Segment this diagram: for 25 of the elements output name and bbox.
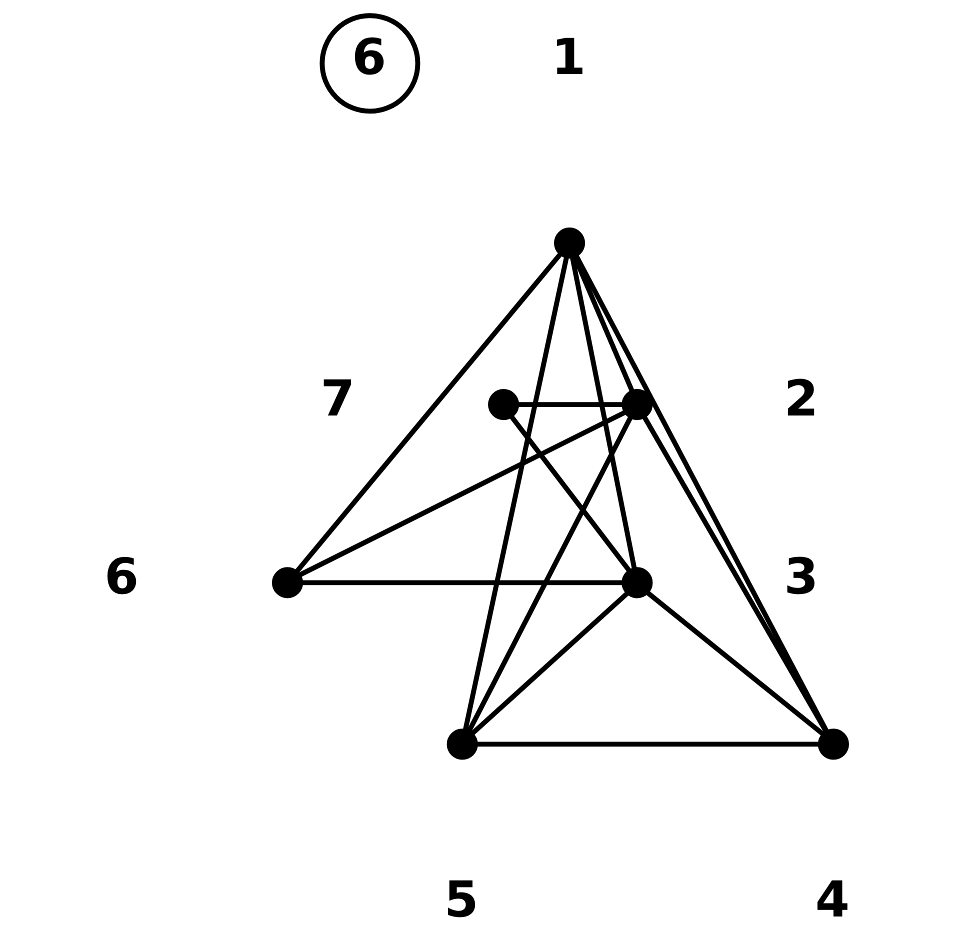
node-circle bbox=[817, 728, 848, 760]
connector bbox=[644, 590, 826, 736]
connector bbox=[297, 409, 626, 578]
node-circle: 6 bbox=[319, 12, 420, 114]
node-circle bbox=[621, 388, 652, 420]
node-circle bbox=[446, 728, 478, 760]
connector bbox=[294, 252, 562, 574]
node-circle bbox=[621, 566, 652, 598]
node-label: 6 bbox=[104, 546, 138, 605]
node-label: 4 bbox=[814, 870, 850, 928]
node-circle bbox=[271, 566, 303, 598]
connector bbox=[300, 580, 624, 585]
connector bbox=[476, 741, 820, 746]
connector bbox=[462, 254, 569, 732]
connector bbox=[516, 402, 624, 407]
node-label: 5 bbox=[444, 870, 478, 928]
connector bbox=[508, 414, 632, 573]
connector bbox=[469, 590, 630, 736]
node-label: 1 bbox=[550, 28, 586, 86]
node-label: 3 bbox=[783, 546, 818, 605]
node-label: 2 bbox=[783, 368, 818, 427]
connector bbox=[466, 415, 633, 733]
node-label: 7 bbox=[320, 368, 354, 427]
node-circle bbox=[554, 227, 585, 258]
node-circle bbox=[488, 388, 519, 420]
